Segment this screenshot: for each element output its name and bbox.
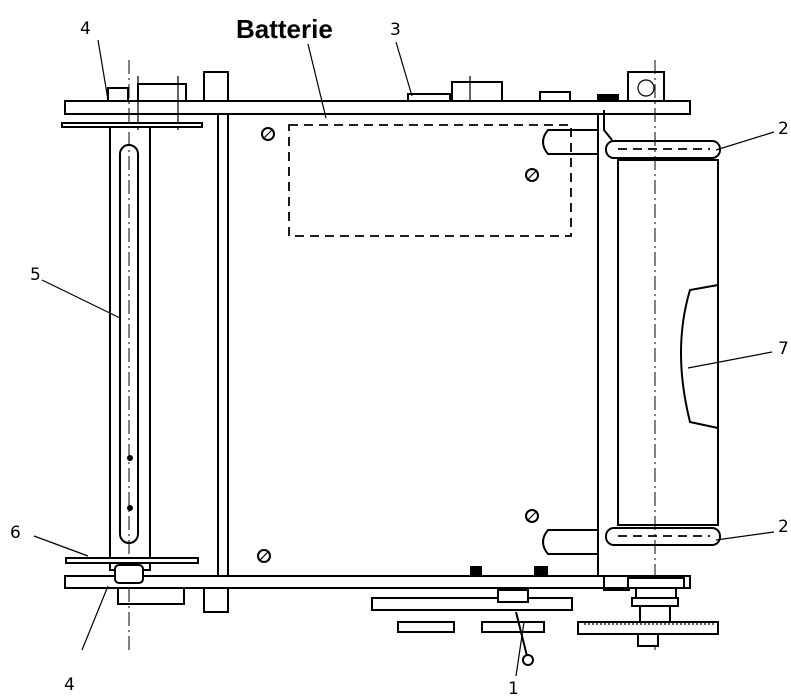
left-roller bbox=[61, 60, 203, 650]
label-2-top: 2 bbox=[778, 119, 789, 139]
battery-compartment bbox=[288, 124, 572, 237]
label-6: 6 bbox=[10, 523, 21, 543]
label-7: 7 bbox=[778, 339, 789, 359]
right-roller bbox=[542, 60, 721, 650]
label-2-bottom: 2 bbox=[778, 517, 789, 537]
leader-lines bbox=[33, 39, 775, 677]
main-plate bbox=[227, 113, 599, 577]
label-5: 5 bbox=[30, 265, 41, 285]
label-3: 3 bbox=[390, 20, 401, 40]
label-4-top: 4 bbox=[80, 19, 91, 39]
screw-icon bbox=[257, 127, 539, 563]
bottom-rail bbox=[64, 566, 691, 633]
label-4-bottom: 4 bbox=[64, 675, 75, 695]
label-1: 1 bbox=[508, 679, 519, 699]
knob-icon bbox=[577, 577, 719, 647]
battery-title: Batterie bbox=[236, 14, 333, 44]
top-rail bbox=[64, 71, 691, 130]
